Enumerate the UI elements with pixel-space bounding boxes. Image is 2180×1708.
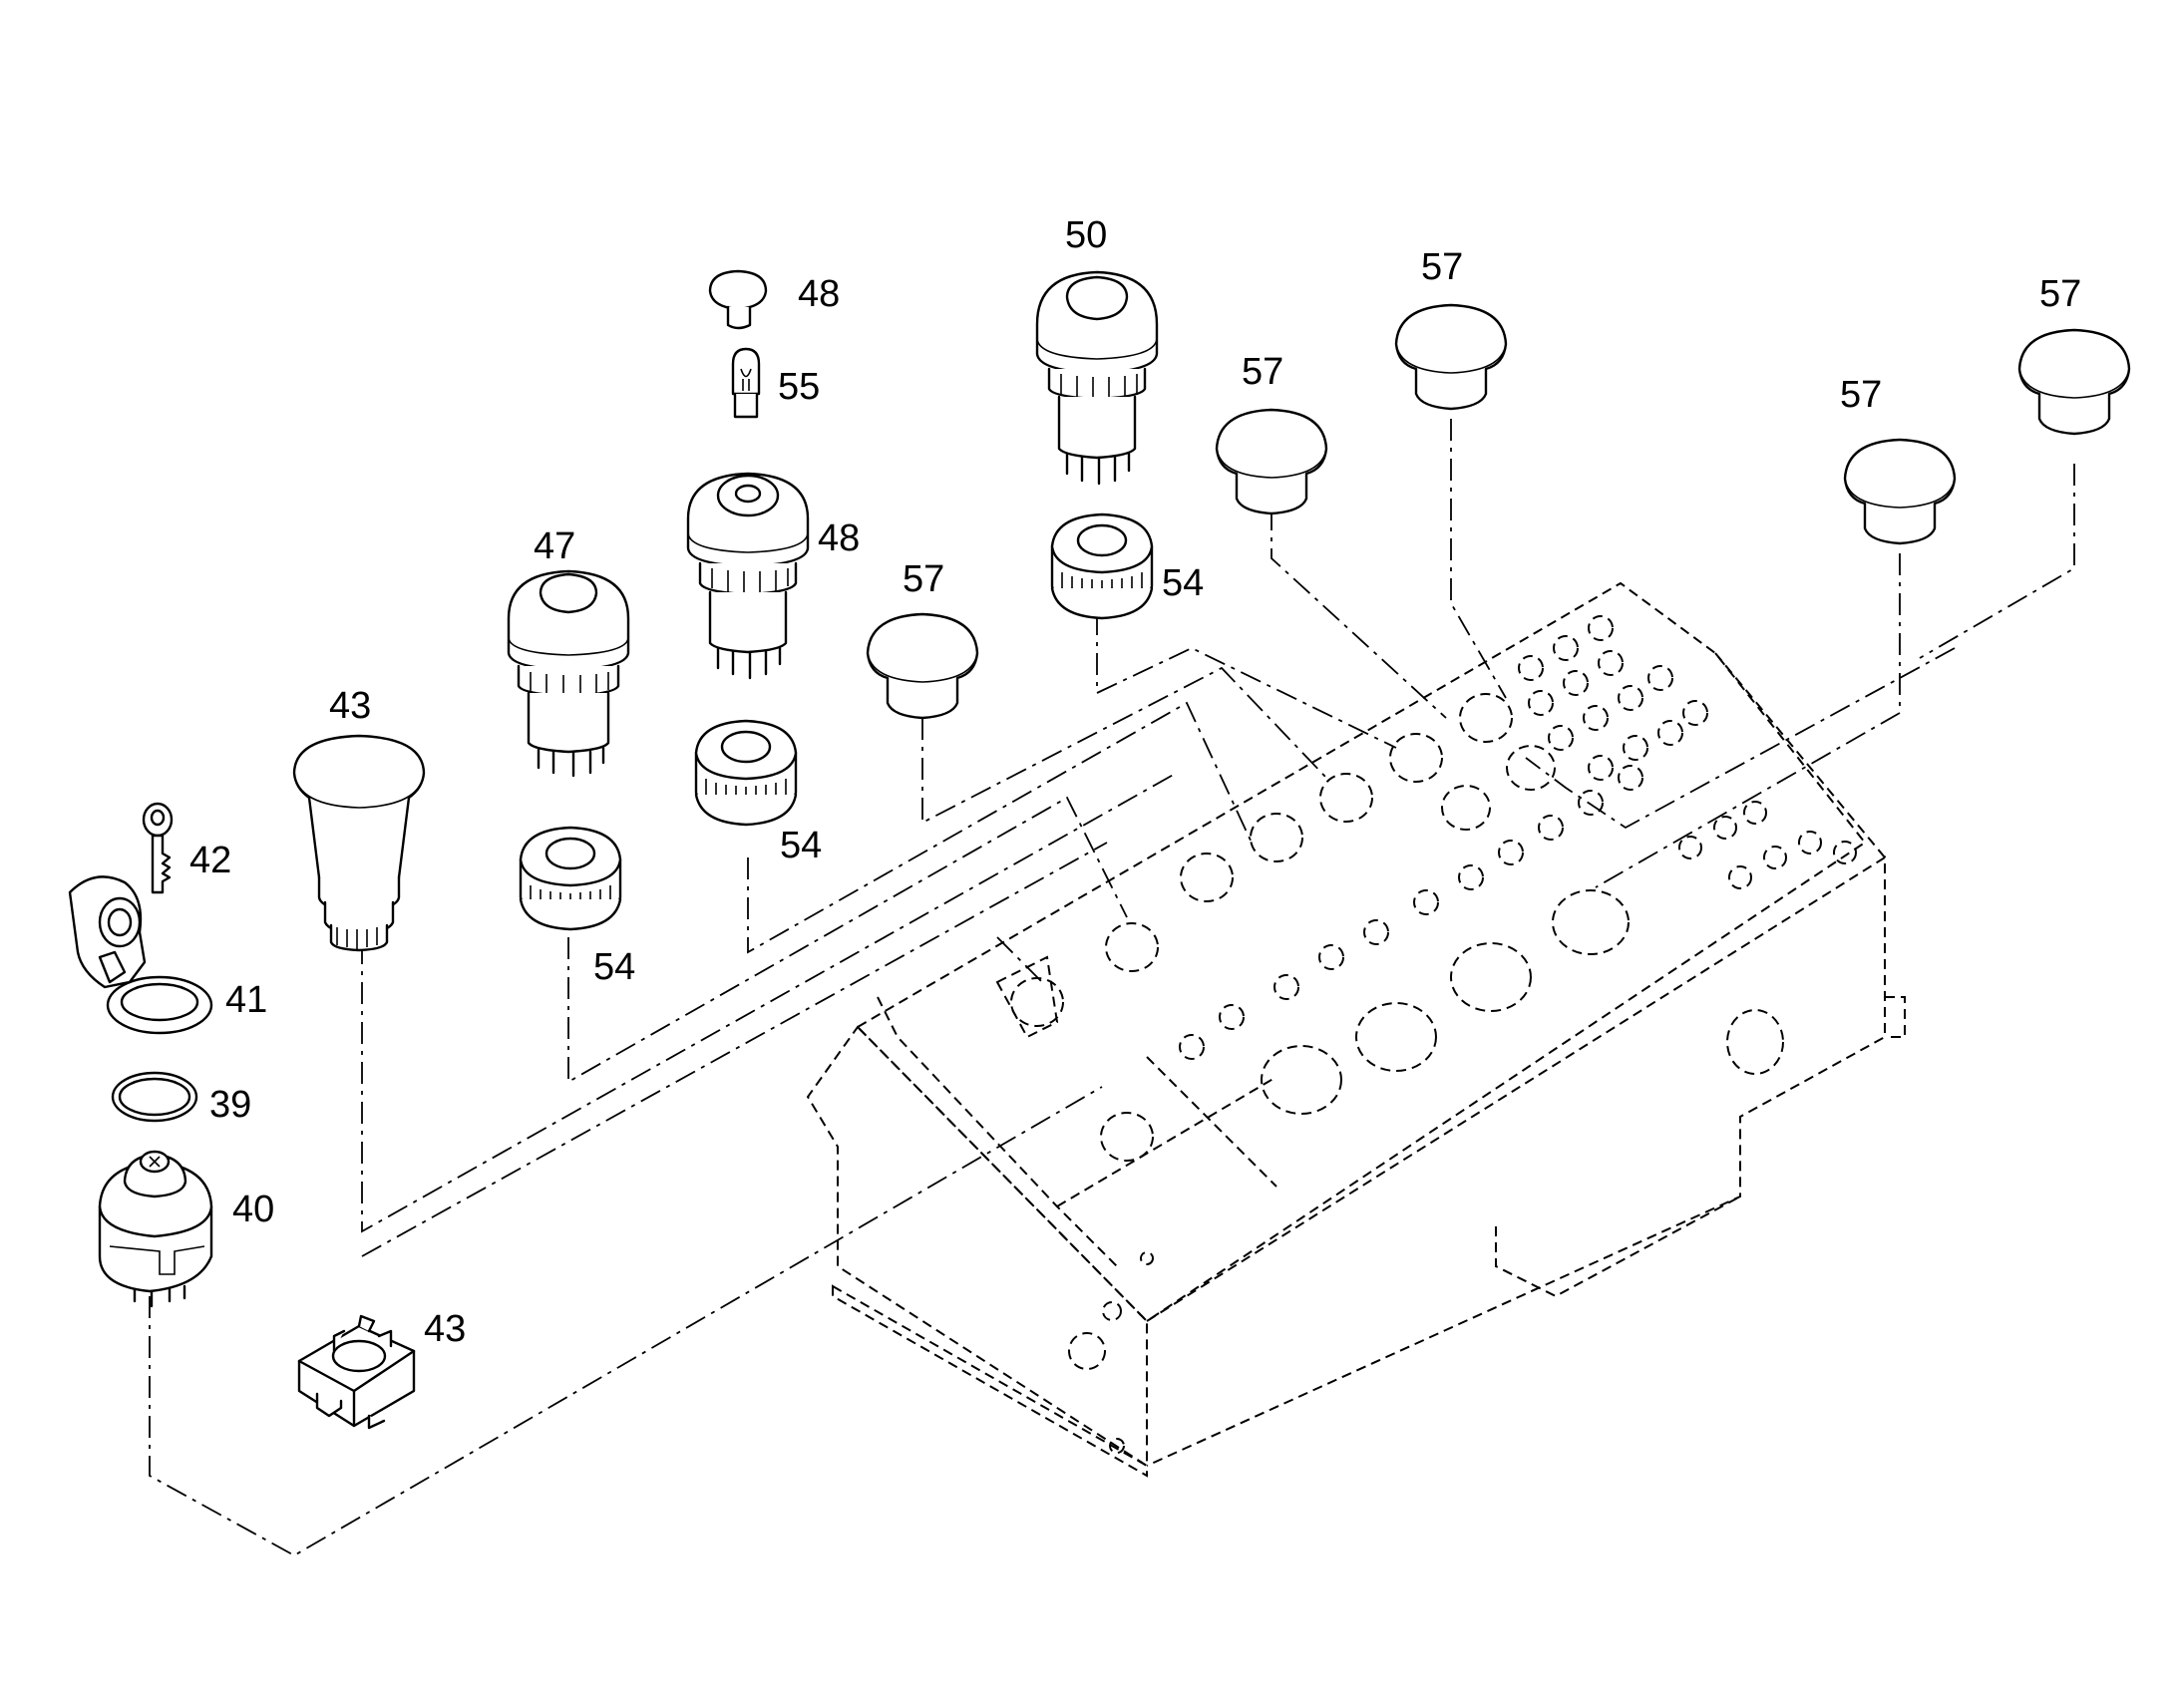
label-part-42: 42 bbox=[189, 840, 231, 881]
label-part-57-e: 57 bbox=[2039, 273, 2081, 315]
part-43-contact-block bbox=[297, 1314, 416, 1430]
label-part-54-a: 54 bbox=[1162, 562, 1204, 604]
part-54-lamp-holder-c bbox=[519, 826, 622, 931]
label-part-41: 41 bbox=[225, 979, 267, 1021]
part-55-bulb bbox=[731, 347, 761, 419]
part-48-illuminated-button bbox=[686, 472, 810, 680]
label-part-48-cap: 48 bbox=[798, 273, 840, 315]
part-57-blanking-plug-d bbox=[1843, 438, 1957, 545]
part-54-lamp-holder-a bbox=[1050, 512, 1154, 620]
part-40-key-switch-body bbox=[98, 1150, 213, 1308]
part-43-mushroom-button bbox=[292, 734, 426, 952]
leader-lines bbox=[149, 419, 2075, 1557]
part-39-o-ring bbox=[111, 1071, 198, 1123]
control-panel-housing bbox=[806, 581, 1906, 1478]
label-part-57-b: 57 bbox=[1242, 351, 1283, 393]
part-42-key bbox=[142, 802, 174, 894]
label-part-54-c: 54 bbox=[593, 946, 635, 988]
part-47-push-button bbox=[507, 569, 630, 778]
part-57-blanking-plug-c bbox=[1394, 303, 1508, 411]
label-part-54-b: 54 bbox=[780, 825, 822, 866]
label-part-57-d: 57 bbox=[1840, 374, 1882, 416]
label-part-48-body: 48 bbox=[818, 517, 860, 559]
label-part-57-c: 57 bbox=[1421, 246, 1463, 288]
part-key-switch-dust-cover bbox=[68, 875, 147, 989]
label-part-40: 40 bbox=[232, 1189, 274, 1230]
label-part-43-cap: 43 bbox=[329, 685, 371, 727]
label-part-47: 47 bbox=[534, 525, 575, 567]
callout-labels: 39 40 41 42 43 43 47 48 48 50 54 54 54 5… bbox=[189, 214, 2081, 1350]
label-part-57-a: 57 bbox=[903, 558, 944, 600]
part-57-blanking-plug-b bbox=[1215, 408, 1328, 515]
label-part-50: 50 bbox=[1065, 214, 1107, 256]
part-41-bezel-ring bbox=[106, 975, 213, 1035]
label-part-43-block: 43 bbox=[424, 1308, 466, 1350]
part-50-push-button bbox=[1035, 270, 1159, 486]
label-part-55: 55 bbox=[778, 366, 820, 408]
small-hole-grid bbox=[1179, 615, 1857, 1060]
part-48-lens-cap bbox=[708, 269, 768, 330]
part-57-blanking-plug-e bbox=[2017, 328, 2131, 436]
part-54-lamp-holder-b bbox=[694, 719, 798, 827]
part-57-blanking-plug-a bbox=[866, 612, 979, 720]
label-part-39: 39 bbox=[209, 1084, 251, 1126]
